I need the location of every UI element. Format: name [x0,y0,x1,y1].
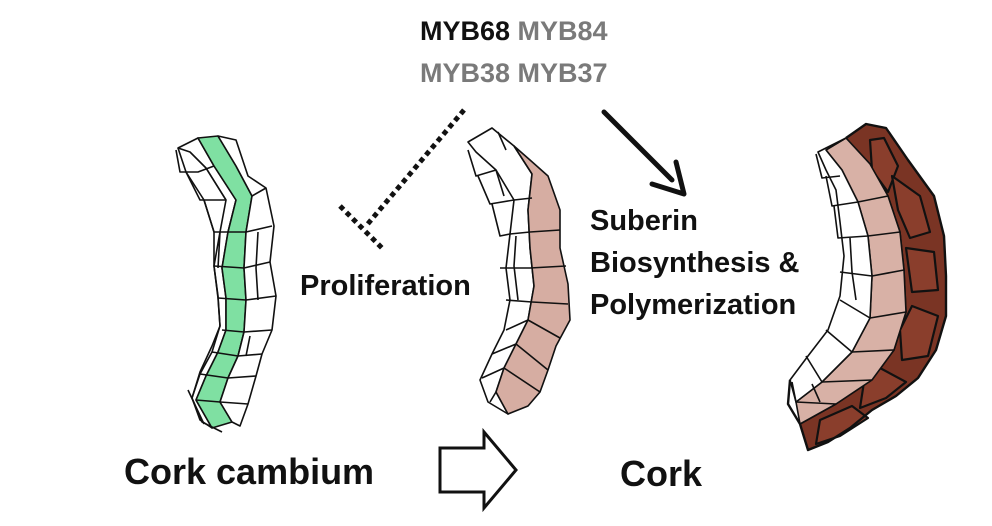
regulator-row-2: MYB38 MYB37 [420,60,608,87]
dotted-inhibition-arrow-icon [338,108,466,250]
early-cork-band [495,145,571,415]
hollow-right-arrow-icon [438,427,518,513]
suberin-line-2: Biosynthesis & [590,247,800,279]
regulator-myb84: MYB84 [517,16,608,46]
suberin-line-1: Suberin [590,205,698,237]
regulator-myb68: MYB68 [420,16,511,46]
regulator-myb38: MYB38 [420,58,511,88]
cork-cambium-tissue [175,135,277,433]
early-cork-tissue [467,127,571,415]
proliferation-label: Proliferation [300,270,471,302]
regulator-myb37: MYB37 [517,58,608,88]
cork-label: Cork [620,453,703,494]
regulator-row-1: MYB68 MYB84 [420,18,608,45]
solid-activation-arrow-icon [601,109,687,197]
mature-cork-tissue [786,122,948,452]
suberin-process-label: Suberin Biosynthesis & Polymerization [590,200,800,326]
cork-cambium-label: Cork cambium [124,451,375,492]
suberin-line-3: Polymerization [590,289,797,321]
